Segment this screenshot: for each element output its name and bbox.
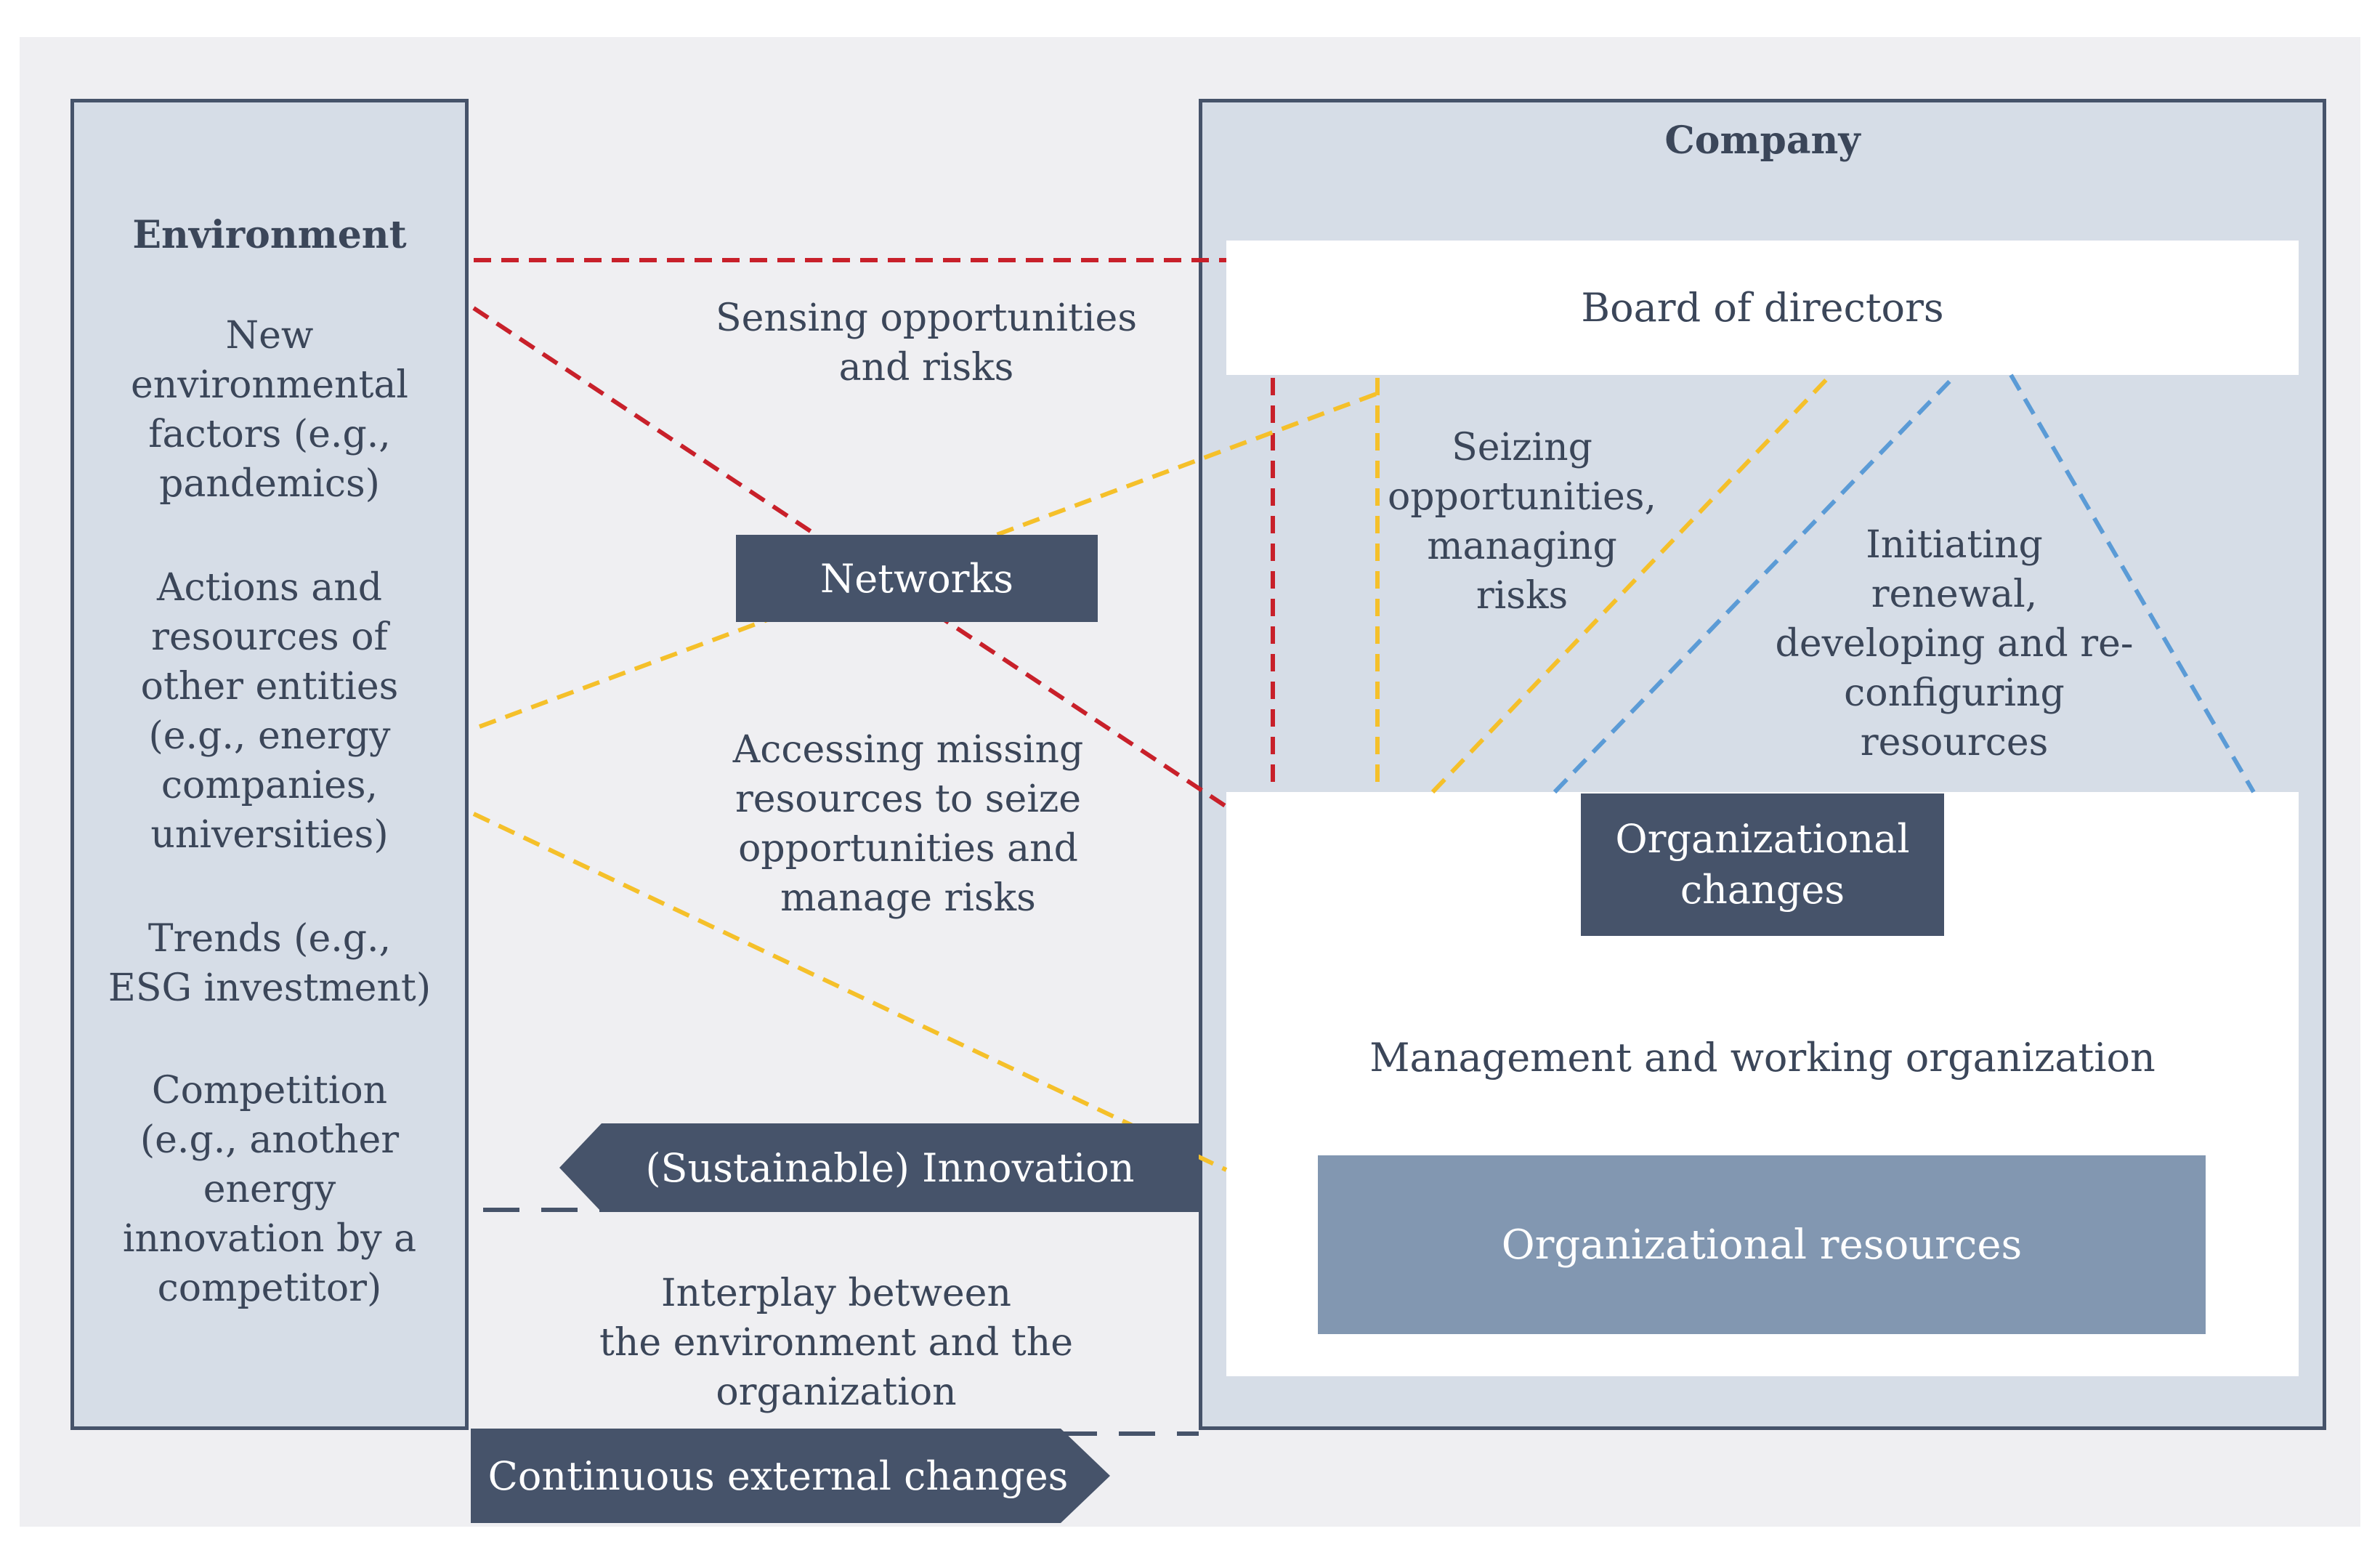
- environment-box: [70, 99, 469, 1430]
- continuous-changes-arrow: [471, 1429, 1110, 1523]
- organizational-resources-box: Organizational resources: [1318, 1155, 2206, 1334]
- innovation-arrow: [559, 1123, 1199, 1212]
- organizational-changes-label: Organizational changes: [1615, 816, 1910, 913]
- interplay-label: Interplay between the environment and th…: [599, 1272, 1074, 1414]
- yellow-line-diagonal: [1430, 373, 1833, 794]
- networks-label: Networks: [820, 555, 1013, 602]
- board-of-directors-label: Board of directors: [1581, 285, 1944, 331]
- company-title: Company: [1664, 118, 1861, 163]
- environment-factor-actions: Actions and resources of other entities …: [140, 566, 399, 857]
- innovation-label: (Sustainable) Innovation: [645, 1144, 1135, 1191]
- seizing-label: Seizing opportunities, managing risks: [1387, 426, 1657, 618]
- management-label: Management and working organization: [1369, 1035, 2156, 1081]
- blue-line-left: [1553, 373, 1958, 794]
- environment-factor-new: New environmental factors (e.g., pandemi…: [130, 314, 409, 506]
- networks-box: Networks: [736, 535, 1098, 622]
- continuous-changes-label: Continuous external changes: [487, 1453, 1069, 1499]
- environment-title: Environment: [132, 213, 407, 257]
- organizational-resources-label: Organizational resources: [1501, 1221, 2023, 1269]
- sensing-label: Sensing opportunities and risks: [715, 296, 1138, 389]
- initiating-label: Initiating renewal, developing and re- c…: [1775, 523, 2134, 764]
- board-of-directors-box: Board of directors: [1226, 241, 2299, 375]
- environment-factor-competition: Competition (e.g., another energy innova…: [122, 1069, 417, 1310]
- yellow-line-innovation: [472, 812, 1228, 1172]
- blue-line-right: [2009, 373, 2256, 793]
- accessing-label: Accessing missing resources to seize opp…: [732, 728, 1084, 920]
- environment-factor-trends: Trends (e.g., ESG investment): [108, 917, 432, 1010]
- organizational-changes-box: Organizational changes: [1581, 793, 1944, 936]
